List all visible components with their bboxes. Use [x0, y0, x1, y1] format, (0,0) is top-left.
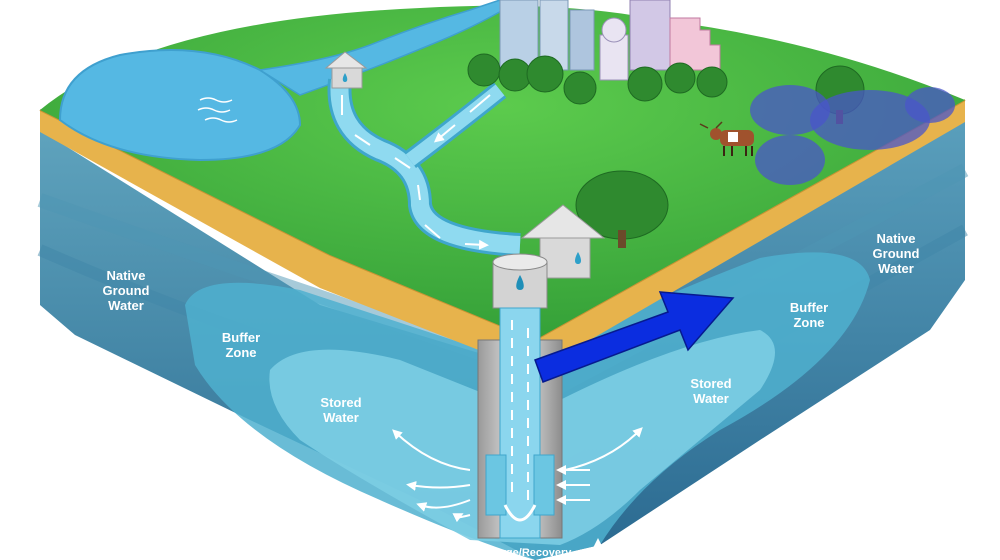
stored-water-label: Stored Water — [320, 395, 362, 425]
wildflowers-icon — [750, 85, 955, 185]
water-drop-icon — [516, 275, 524, 290]
lake — [58, 49, 302, 162]
tank-icon — [492, 253, 548, 309]
buffer-zone-label: Buffer Zone — [221, 330, 261, 360]
house-icon — [324, 51, 368, 89]
native-ground-water-label: Native Ground Water — [102, 268, 150, 313]
buffer-zone-label: Buffer Zone — [789, 300, 829, 330]
flow-direction-arrow — [534, 291, 735, 383]
recharge-arrows — [392, 427, 643, 552]
river — [257, 0, 522, 96]
native-ground-water-label: Native Ground Water — [872, 231, 920, 276]
pump-house-icon — [520, 204, 606, 279]
stored-water-label: Stored Water — [690, 376, 732, 406]
well-shaft — [477, 307, 563, 539]
pipeline — [327, 78, 521, 257]
cow-icon — [699, 121, 754, 156]
recharge-recovery-label: Recharge/Recovery — [468, 547, 572, 559]
tree-icon — [467, 53, 865, 248]
